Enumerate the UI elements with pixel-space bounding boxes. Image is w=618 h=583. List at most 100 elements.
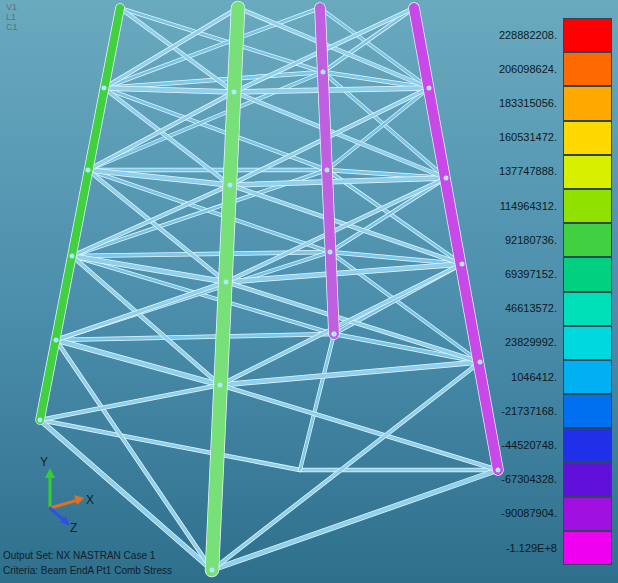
horizontal-brace-edge [56,334,334,340]
diagonal-brace [56,340,212,570]
tower-leg [320,8,334,334]
criteria: Criteria: Beam EndA Pt1 Comb Stress [3,566,172,576]
horizontal-brace-edge [212,470,498,570]
horizontal-brace-edge [234,88,429,92]
diagonal-brace [56,282,226,340]
base-brace-edge [300,468,498,473]
legend-swatch [563,326,612,360]
legend-value: -21737168. [501,406,557,417]
tower-leg [212,8,238,570]
view-id: L1 [6,13,16,22]
tower-leg-edge [320,8,334,334]
legend-swatch [563,223,612,257]
node-dot [325,168,330,173]
legend-value: 46613572. [505,303,557,314]
legend-swatch [563,189,612,223]
node-dot [444,176,449,181]
diagonal-brace-edge [56,252,330,340]
tower-leg-edge [40,8,120,420]
diagonal-brace [72,185,230,256]
view-id: V1 [6,3,17,12]
tower-leg-edge [212,8,238,570]
horizontal-brace [234,88,429,92]
node-dot [210,568,215,573]
legend-swatch [563,292,612,326]
diagonal-brace-edge [40,385,220,420]
diagonal-brace [226,282,480,362]
legend-swatch [563,428,612,462]
diagonal-brace [88,92,234,170]
node-dot [460,262,465,267]
output-set: Output Set: NX NASTRAN Case 1 [3,551,155,561]
diagonal-brace [40,385,220,420]
axis-arrowhead [45,468,55,478]
base-brace-edge [40,420,300,470]
x-axis [50,500,78,508]
diagonal-brace-edge [220,264,462,385]
node-dot [496,468,501,473]
legend-value: -1.129E+8 [506,543,557,554]
legend-value: -67304328. [501,474,557,485]
tower-leg [40,8,120,420]
axis-label: X [86,494,94,506]
node-dot [86,168,91,173]
diagonal-brace-edge [88,170,226,282]
diagonal-brace [56,252,330,340]
node-dot [321,70,326,75]
node-dot [54,338,59,343]
y-axis [49,474,52,508]
diagonal-brace-edge [88,92,234,170]
node-dot [70,254,75,259]
legend-value: -90087904. [501,508,557,519]
horizontal-brace-edge [88,170,230,185]
diagonal-brace-edge [226,282,480,362]
horizontal-brace [56,334,334,340]
base-brace [300,469,498,472]
diagonal-brace-edge [72,185,230,256]
node-dot [218,383,223,388]
diagonal-brace-edge [104,8,238,88]
node-dot [232,90,237,95]
diagonal-brace-edge [72,256,220,385]
legend-value: 23829992. [505,337,557,348]
legend-swatch [563,86,612,120]
axis-label: Z [70,522,77,534]
legend-swatch [563,360,612,394]
axis-label: Y [40,456,48,468]
horizontal-brace-edge [104,88,234,92]
node-dot [332,332,337,337]
horizontal-brace [230,178,446,185]
node-dot [102,86,107,91]
legend-swatch [563,463,612,497]
axis-arrowhead [74,495,84,505]
node-dot [427,86,432,91]
legend-value: 114964312. [500,201,557,212]
legend-swatch [563,121,612,155]
legend-value: 1046412. [511,372,557,383]
legend-swatch [563,531,612,565]
horizontal-brace [88,170,230,185]
diagonal-brace [104,8,238,88]
legend-swatch [563,497,612,531]
legend-value: 183315056. [499,98,557,109]
tower-leg [414,8,498,470]
base-brace-edge [300,334,334,470]
tower-leg-edge [414,8,498,470]
legend-swatch [563,52,612,86]
legend-value: 228882208. [499,30,557,41]
node-dot [228,183,233,188]
legend-value: 160531472. [499,132,557,143]
node-dot [38,418,43,423]
legend-swatch [563,155,612,189]
legend-value: -44520748. [501,440,557,451]
horizontal-brace [212,470,498,570]
node-dot [328,250,333,255]
node-dot [224,280,229,285]
diagonal-brace [212,362,480,570]
legend-swatch [563,394,612,428]
horizontal-brace [104,88,234,92]
diagonal-brace-edge [56,282,226,340]
diagonal-brace-edge [212,362,480,570]
legend-swatch [563,257,612,291]
legend-value: 69397152. [505,269,557,280]
